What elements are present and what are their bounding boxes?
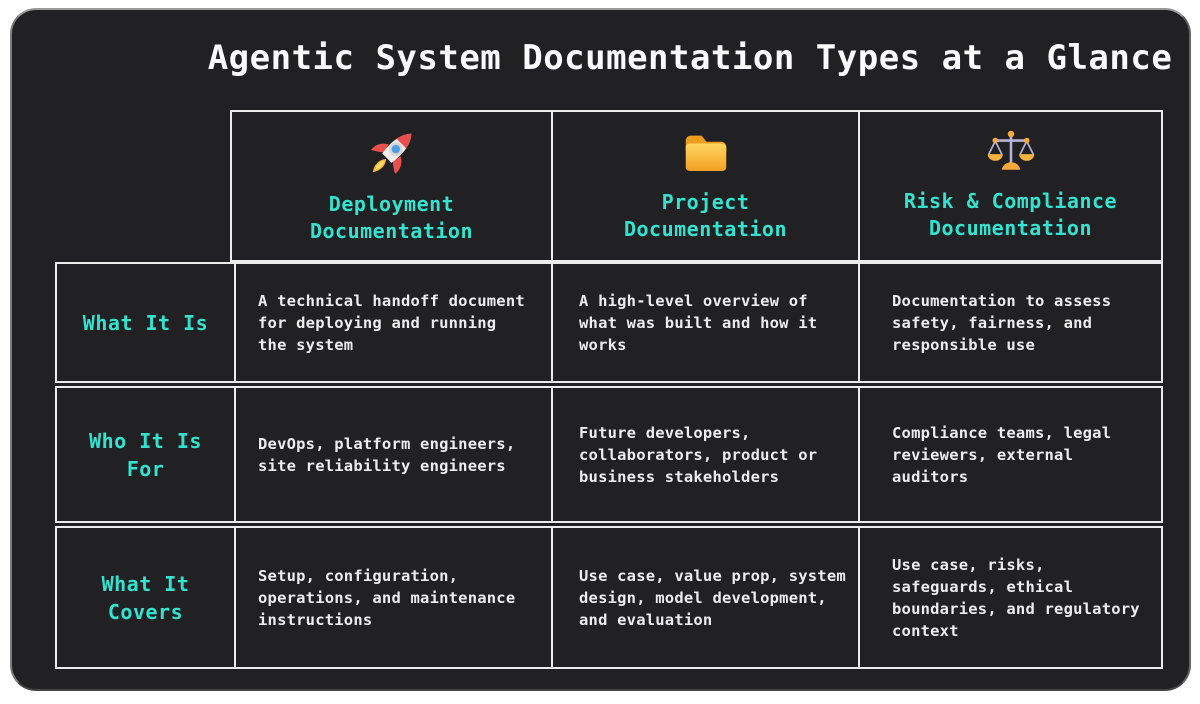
cell-who-for-deployment: DevOps, platform engineers, site reliabi… xyxy=(234,388,551,521)
cell-covers-deployment: Setup, configuration, operations, and ma… xyxy=(234,528,551,667)
column-title-risk-compliance: Risk & Compliance Documentation xyxy=(903,188,1118,240)
header-cell-risk-compliance: Risk & Compliance Documentation xyxy=(858,112,1161,260)
cell-who-for-project: Future developers, collaborators, produc… xyxy=(551,388,858,521)
comparison-table: Deployment Documentation Project Documen… xyxy=(55,110,1163,670)
cell-what-it-is-project: A high-level overview of what was built … xyxy=(551,264,858,381)
row-label-what-it-covers: What It Covers xyxy=(101,571,190,624)
table-row-what-it-is: What It Is A technical handoff document … xyxy=(55,262,1163,383)
balance-scale-icon xyxy=(987,130,1034,170)
table-header-row: Deployment Documentation Project Documen… xyxy=(230,110,1163,262)
rocket-icon xyxy=(370,133,411,174)
table-row-what-it-covers: What It Covers Setup, configuration, ope… xyxy=(55,526,1163,669)
header-cell-deployment: Deployment Documentation xyxy=(232,112,551,260)
table-row-who-it-is-for: Who It Is For DevOps, platform engineers… xyxy=(55,386,1163,523)
row-label-what-it-is: What It Is xyxy=(82,310,209,335)
column-title-deployment: Deployment Documentation xyxy=(309,191,474,243)
header-cell-project: Project Documentation xyxy=(551,112,858,260)
folder-icon xyxy=(685,135,726,171)
cell-what-it-is-risk: Documentation to assess safety, fairness… xyxy=(858,264,1161,381)
page-title: Agentic System Documentation Types at a … xyxy=(207,38,1173,78)
cell-who-for-risk: Compliance teams, legal reviewers, exter… xyxy=(858,388,1161,521)
row-label-who-it-is-for: Who It Is For xyxy=(89,428,202,481)
cell-covers-project: Use case, value prop, system design, mod… xyxy=(551,528,858,667)
cell-covers-risk: Use case, risks, safeguards, ethical bou… xyxy=(858,528,1161,667)
column-title-project: Project Documentation xyxy=(623,189,788,241)
infographic-card xyxy=(10,8,1191,691)
cell-what-it-is-deployment: A technical handoff document for deployi… xyxy=(234,264,551,381)
